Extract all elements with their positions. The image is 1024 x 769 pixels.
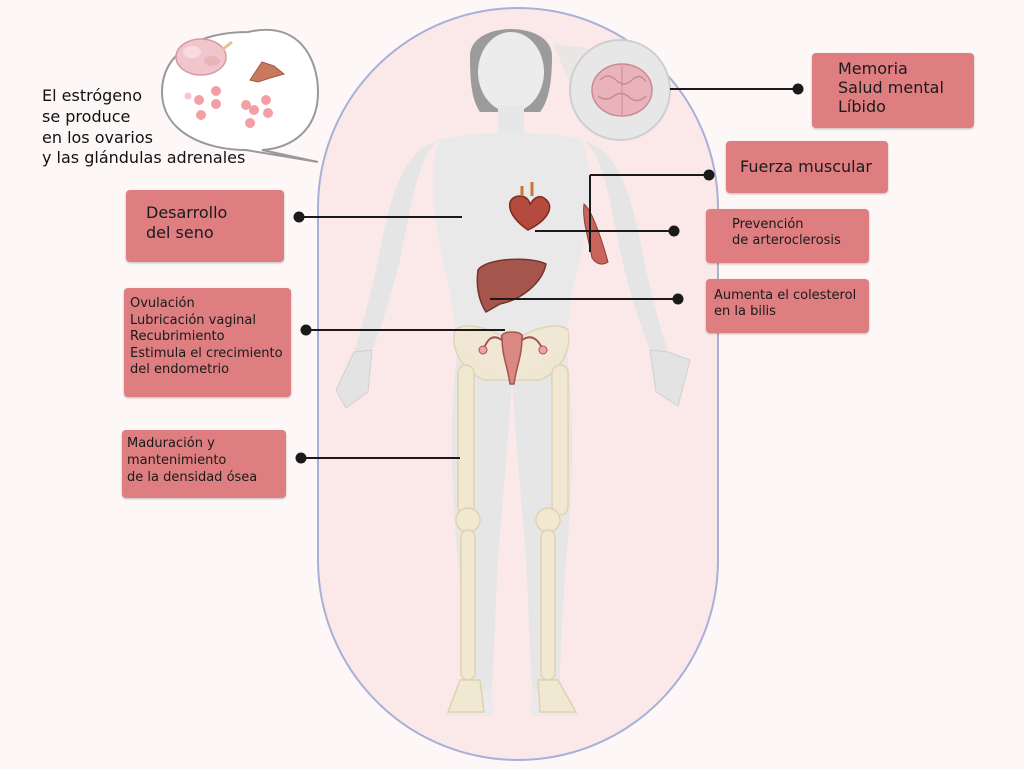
- label-line: Fuerza muscular: [740, 157, 873, 176]
- label-line: Aumenta el colesterol: [714, 288, 857, 303]
- neck: [498, 105, 524, 133]
- label-line: Lubricación vaginal: [130, 312, 257, 328]
- connector-heart: [535, 225, 680, 237]
- left-tibia: [460, 529, 476, 681]
- label-breast: Desarrollo del seno: [126, 190, 284, 262]
- right-tibia: [540, 529, 556, 681]
- connector-breast: [293, 211, 462, 223]
- estrogen-source-text: El estrógeno se produce en los ovarios y…: [42, 86, 245, 169]
- label-line: Ovulación: [130, 296, 195, 311]
- label-heart: Prevención de arteroclerosis: [706, 209, 869, 263]
- left-femur: [457, 364, 475, 516]
- label-liver: Aumenta el colesterol en la bilis: [706, 279, 869, 333]
- label-line: de arteroclerosis: [732, 233, 841, 249]
- adrenal-gland-icon: [249, 61, 286, 83]
- connector-lines: [293, 83, 804, 464]
- label-line: mantenimiento: [127, 452, 227, 468]
- connector-brain: [670, 83, 804, 95]
- left-knee: [455, 507, 481, 533]
- left-foot-bones: [446, 679, 485, 713]
- brain-icon: [591, 63, 653, 117]
- intro-line: en los ovarios: [42, 127, 153, 147]
- label-line: Salud mental: [838, 78, 944, 98]
- label-line: en la bilis: [714, 304, 776, 320]
- brain-bubble: [553, 39, 671, 141]
- label-line: Desarrollo: [146, 203, 228, 222]
- uterus-icon: [478, 331, 548, 385]
- intro-line: El estrógeno: [42, 86, 143, 105]
- label-line: Estimula el crecimiento: [130, 345, 283, 361]
- connector-uterus: [300, 324, 505, 336]
- intro-line: se produce: [42, 106, 131, 126]
- label-line: Recubrimiento: [130, 329, 225, 344]
- left-hand: [335, 349, 373, 409]
- connector-liver: [490, 293, 684, 305]
- hormone-particles-icon: [184, 86, 273, 128]
- label-line: de la densidad ósea: [127, 469, 258, 485]
- label-brain: Memoria Salud mental Líbido: [812, 53, 974, 128]
- right-femur: [551, 364, 569, 516]
- head: [478, 32, 544, 112]
- skeleton-bones: [446, 325, 578, 713]
- left-arm: [354, 140, 440, 352]
- label-line: Líbido: [838, 97, 886, 117]
- connector-bone: [295, 452, 460, 464]
- label-line: Prevención: [732, 217, 804, 232]
- connector-muscle: [589, 169, 715, 252]
- label-line: Maduración y: [127, 436, 215, 451]
- label-bone: Maduración y mantenimiento de la densida…: [122, 430, 286, 498]
- label-uterus: Ovulación Lubricación vaginal Recubrimie…: [124, 288, 291, 397]
- label-line: del endometrio: [130, 362, 230, 377]
- right-foot-bones: [537, 679, 578, 713]
- right-knee: [535, 507, 561, 533]
- right-hand: [649, 349, 691, 407]
- ovary-icon: [175, 38, 233, 76]
- torso: [432, 132, 590, 380]
- ovary-speech-bubble: [160, 29, 320, 163]
- label-line: Memoria: [838, 59, 908, 78]
- label-line: del seno: [146, 223, 214, 242]
- label-muscle: Fuerza muscular: [726, 141, 888, 193]
- intro-line: y las glándulas adrenales: [42, 148, 246, 168]
- heart-icon: [509, 182, 551, 231]
